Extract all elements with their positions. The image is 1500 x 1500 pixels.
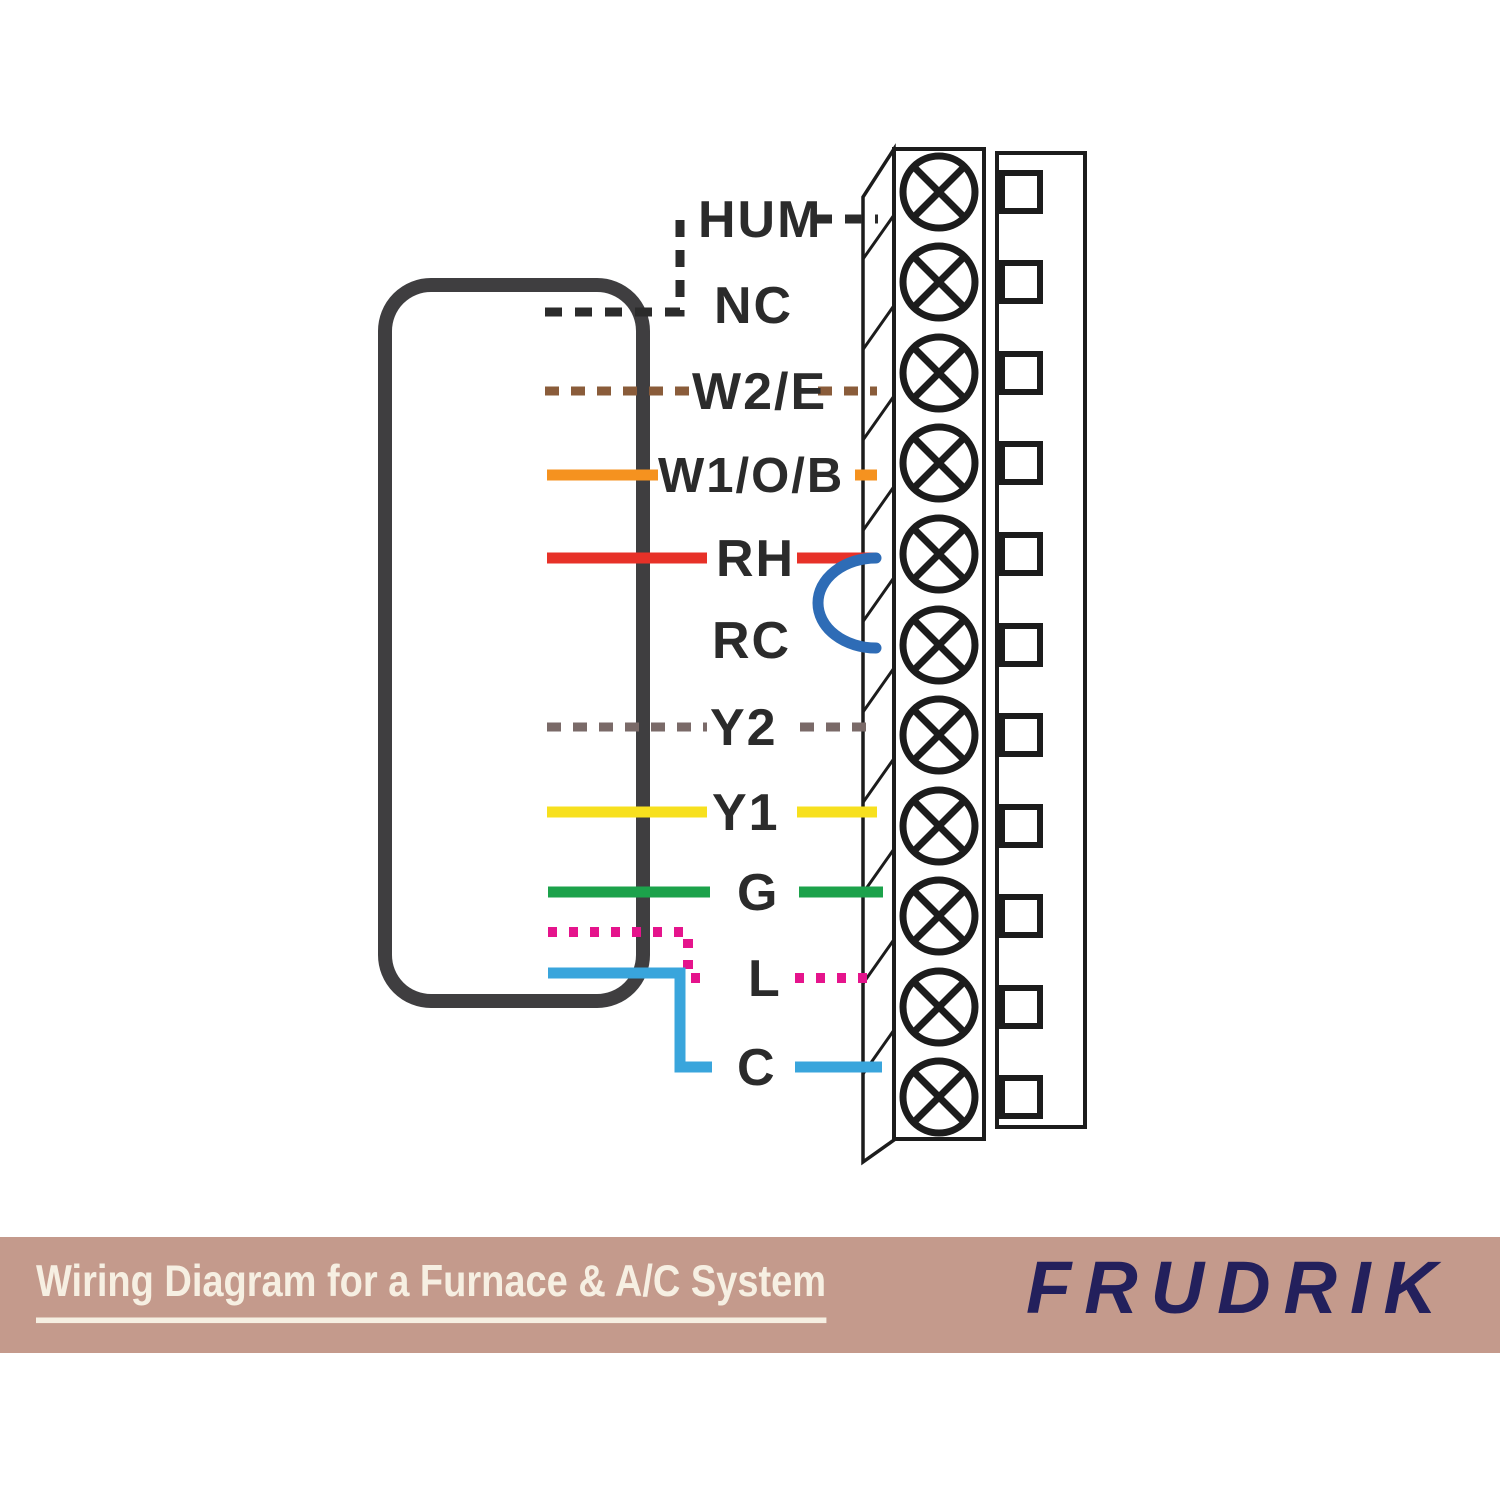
connector-pin	[999, 623, 1043, 667]
thermostat-outline	[378, 278, 650, 1008]
connector-pin	[999, 351, 1043, 395]
terminal-label-g: G	[737, 864, 779, 922]
terminal-label-c: C	[737, 1039, 777, 1097]
terminal-label-nc: NC	[714, 277, 793, 335]
face-divider-line	[861, 667, 896, 713]
terminal-label-y2: Y2	[710, 699, 778, 757]
screw-x-mark	[912, 255, 966, 309]
terminal-label-w2e: W2/E	[692, 363, 827, 421]
connector-pin	[999, 713, 1043, 757]
connector-pin	[999, 441, 1043, 485]
face-divider-line	[861, 395, 896, 441]
screw-x-mark	[912, 889, 966, 943]
terminal-label-rc: RC	[712, 612, 791, 670]
connector-pin	[999, 985, 1043, 1029]
footer-banner: Wiring Diagram for a Furnace & A/C Syste…	[0, 1237, 1500, 1353]
screw-x-mark	[912, 346, 966, 400]
face-divider-line	[861, 938, 896, 985]
face-divider-line	[861, 848, 896, 894]
terminal-label-rh: RH	[716, 530, 795, 588]
face-divider-line	[861, 485, 896, 532]
terminal-label-l: L	[748, 950, 782, 1008]
screw-x-mark	[912, 799, 966, 853]
screw-x-mark	[912, 708, 966, 762]
connector-pin	[999, 532, 1043, 576]
connector-pin	[999, 1075, 1043, 1119]
screw-x-mark	[912, 436, 966, 490]
screw-x-mark	[912, 980, 966, 1034]
face-divider-line	[861, 304, 896, 351]
terminal-label-y1: Y1	[712, 784, 780, 842]
connector-pin	[999, 260, 1043, 304]
terminal-label-hum: HUM	[698, 191, 822, 249]
diagram-canvas: HUM NC W2/E W1/O/B RH RC Y2 Y1 G L C	[378, 143, 1087, 1166]
screw-terminal-strip	[861, 143, 986, 1166]
wire-c	[548, 967, 882, 1073]
screw-x-mark	[912, 527, 966, 581]
wire-hum	[545, 208, 878, 317]
connector-pin	[999, 170, 1043, 214]
face-divider-line	[861, 576, 896, 623]
face-divider-line	[861, 757, 896, 804]
terminal-label-w1ob: W1/O/B	[658, 449, 844, 503]
banner-title: Wiring Diagram for a Furnace & A/C Syste…	[36, 1257, 827, 1324]
connector-strip	[995, 151, 1087, 1129]
screw-x-mark	[912, 618, 966, 672]
screw-terminals	[899, 152, 979, 1137]
screw-x-mark	[912, 165, 966, 219]
connector-pin	[999, 894, 1043, 938]
face-divider-line	[861, 214, 896, 260]
screw-x-mark	[912, 1070, 966, 1124]
connector-pins	[999, 170, 1043, 1119]
brand-logo: FRUDRIK	[1026, 1246, 1450, 1329]
jumper-rh-rc	[812, 552, 882, 654]
terminal-strip-side-face	[861, 143, 896, 1166]
connector-pin	[999, 804, 1043, 848]
wire-l	[548, 927, 878, 983]
